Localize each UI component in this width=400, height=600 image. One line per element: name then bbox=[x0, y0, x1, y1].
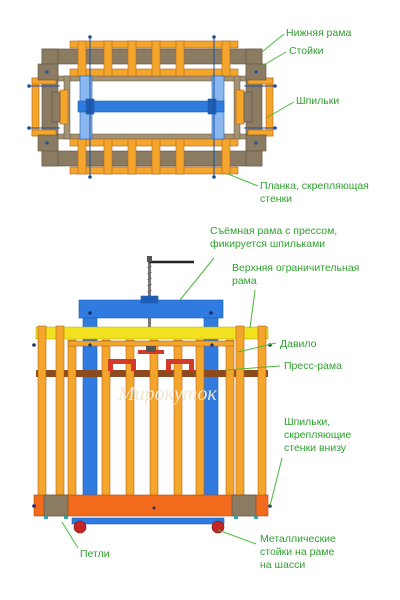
label-hinges: Петли bbox=[80, 548, 110, 560]
chassis bbox=[71, 517, 225, 534]
wall-staves bbox=[37, 325, 267, 509]
label-press-frame: Пресс-рама bbox=[284, 360, 342, 372]
label-upper-frame-line2: рама bbox=[232, 275, 257, 287]
hinges bbox=[44, 516, 258, 519]
removable-press-frame bbox=[78, 295, 224, 509]
label-plank-line2: стенки bbox=[260, 193, 292, 205]
label-metal-posts-line1: Металлические bbox=[260, 533, 336, 545]
label-metal-posts-line3: на шасси bbox=[260, 559, 305, 571]
label-plank-line1: Планка, скрепляющая bbox=[260, 180, 369, 192]
side-view: Мирокуток bbox=[32, 256, 272, 534]
pins-top bbox=[28, 36, 276, 178]
label-posts: Стойки bbox=[289, 45, 324, 57]
labels: Нижняя рама Стойки Шпильки Планка, скреп… bbox=[80, 27, 369, 571]
label-upper-frame-line1: Верхняя ограничительная bbox=[232, 262, 359, 274]
label-pins: Шпильки bbox=[296, 95, 339, 107]
label-removable-line2: фикируется шпильками bbox=[210, 238, 325, 250]
label-bottom-pins-line1: Шпильки, bbox=[284, 416, 330, 428]
leader-lines bbox=[61, 33, 295, 549]
label-lower-frame: Нижняя рама bbox=[286, 27, 351, 39]
top-view bbox=[27, 35, 277, 179]
side-boards bbox=[31, 40, 274, 175]
label-presser: Давило bbox=[280, 338, 317, 350]
label-bottom-pins-line2: скрепляющие bbox=[284, 429, 351, 441]
watermark: Мирокуток bbox=[117, 383, 217, 405]
label-removable-line1: Съёмная рама с прессом, bbox=[210, 225, 337, 237]
press-frame-top bbox=[77, 75, 225, 140]
presser bbox=[108, 346, 194, 371]
label-metal-posts-line2: стойки на раме bbox=[260, 546, 334, 558]
presser-bar bbox=[67, 340, 235, 347]
label-bottom-pins-line3: стенки внизу bbox=[284, 442, 347, 454]
upper-limit-frame bbox=[35, 326, 269, 340]
press-screw bbox=[146, 256, 194, 327]
lower-frame-side bbox=[33, 494, 269, 517]
